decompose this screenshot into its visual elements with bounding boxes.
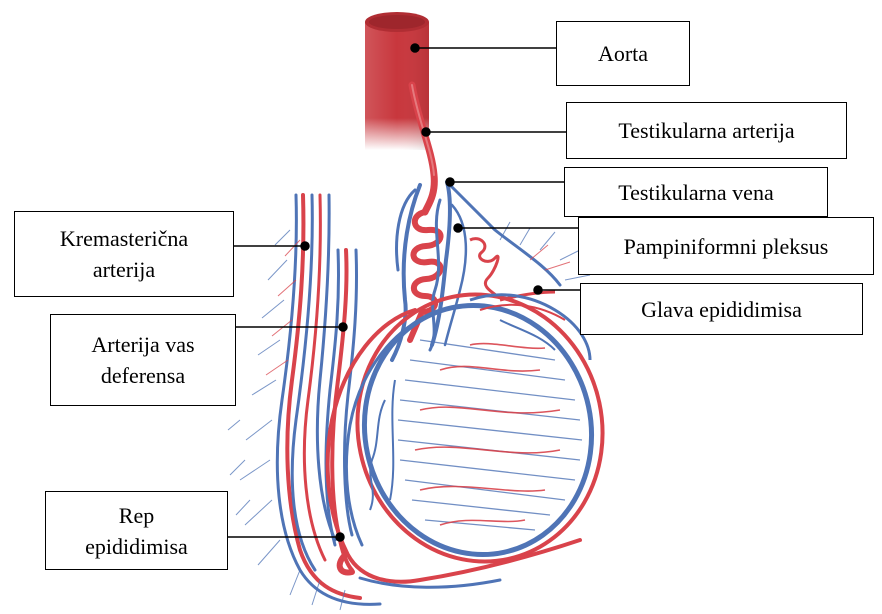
label-epididymis-head: Glava epididimisa [580, 283, 863, 335]
label-cremasteric-artery: Kremasterična arterija [14, 211, 234, 297]
label-testicular-artery: Testikularna arterija [566, 102, 847, 159]
obscured-text [58, 568, 218, 588]
label-pampiniform-plexus: Pampiniformni pleksus [578, 217, 874, 275]
label-vas-deferens-artery: Arterija vas deferensa [50, 314, 236, 406]
label-testicular-vein: Testikularna vena [564, 167, 828, 217]
aorta-vessel [365, 12, 429, 150]
label-aorta: Aorta [556, 21, 690, 86]
label-epididymis-tail: Rep epididimisa [45, 491, 228, 570]
testicular-vein-vessels [392, 182, 560, 360]
